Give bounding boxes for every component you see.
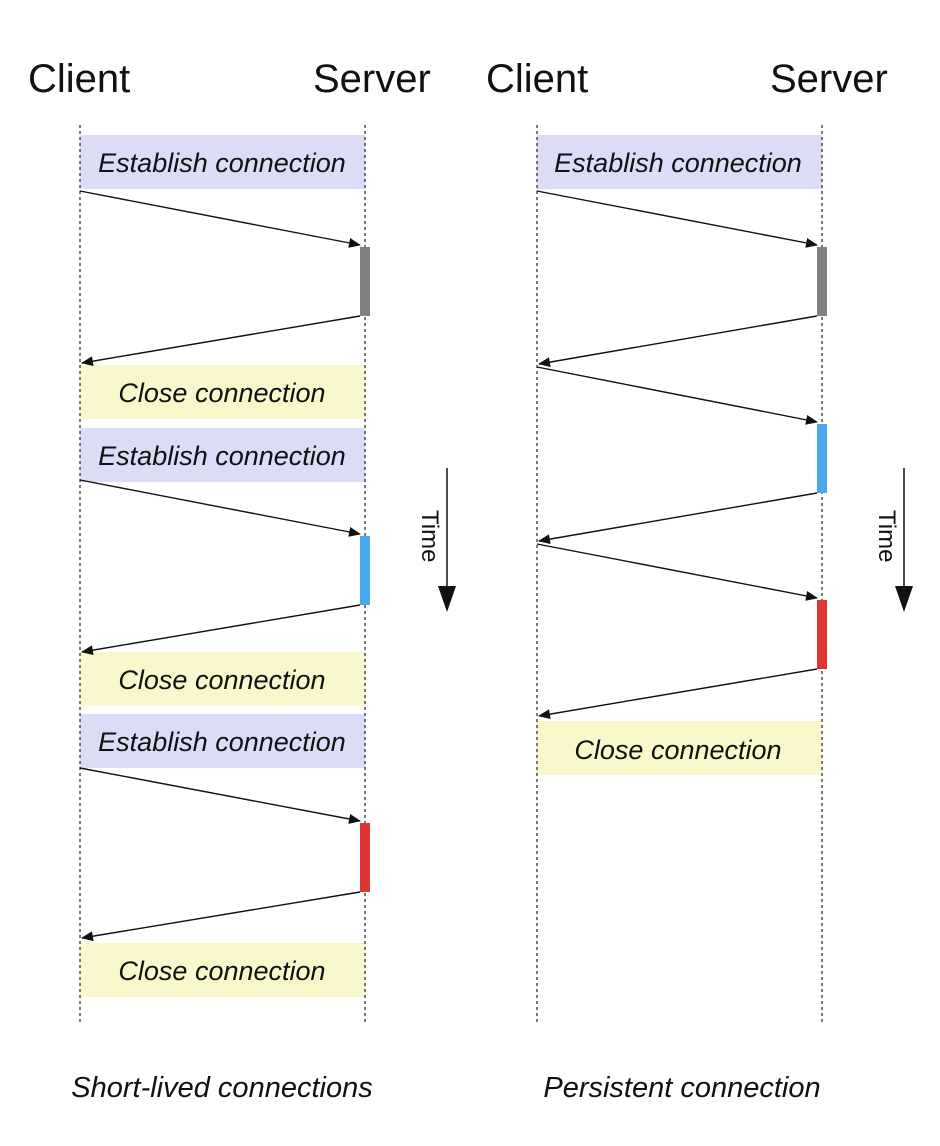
short-response-arrow-2 — [81, 604, 361, 656]
short-time-label: Time — [416, 510, 443, 562]
persistent-response-arrow-1 — [538, 315, 818, 368]
short-request-arrow-3 — [79, 767, 361, 824]
short-processing-bar-blue — [360, 536, 370, 605]
persistent-request-arrow-2 — [536, 366, 818, 425]
short-close-text-3: Close connection — [118, 956, 325, 986]
short-response-arrow-3 — [81, 891, 361, 942]
short-time-arrow-head — [438, 586, 456, 612]
persistent-panel: Client Server Establish connection Close… — [486, 57, 913, 1104]
persistent-client-header: Client — [486, 57, 588, 101]
persistent-establish-text: Establish connection — [554, 148, 802, 178]
short-request-arrow-1 — [79, 190, 361, 248]
persistent-request-arrow-1 — [536, 190, 818, 248]
short-establish-text-3: Establish connection — [98, 727, 346, 757]
persistent-time-label: Time — [873, 510, 900, 562]
short-close-text-2: Close connection — [118, 665, 325, 695]
short-processing-bar-gray — [360, 247, 370, 316]
short-close-text-1: Close connection — [118, 378, 325, 408]
short-establish-text-2: Establish connection — [98, 441, 346, 471]
short-close-box-2 — [80, 652, 365, 706]
short-processing-bar-red — [360, 823, 370, 892]
persistent-close-text: Close connection — [574, 735, 781, 765]
persistent-establish-box — [537, 135, 822, 189]
short-request-arrow-2 — [79, 479, 361, 537]
persistent-processing-bar-red — [817, 600, 827, 669]
persistent-request-arrow-3 — [536, 543, 818, 601]
persistent-close-box — [537, 721, 822, 775]
persistent-response-arrow-2 — [538, 492, 818, 545]
persistent-server-header: Server — [770, 57, 888, 101]
short-establish-box-3 — [80, 714, 365, 768]
persistent-time-arrow-head — [895, 586, 913, 612]
persistent-response-arrow-3 — [538, 668, 818, 720]
short-establish-box-1 — [80, 135, 365, 189]
short-server-header: Server — [313, 57, 431, 101]
persistent-processing-bar-blue — [817, 424, 827, 493]
persistent-processing-bar-gray — [817, 247, 827, 316]
persistent-caption: Persistent connection — [543, 1072, 820, 1104]
short-lived-caption: Short-lived connections — [71, 1072, 372, 1104]
short-lived-panel: Client Server Establish connection Close… — [28, 57, 456, 1104]
short-establish-box-2 — [80, 428, 365, 482]
short-client-header: Client — [28, 57, 130, 101]
short-establish-text-1: Establish connection — [98, 148, 346, 178]
short-close-box-1 — [80, 365, 365, 419]
short-response-arrow-1 — [81, 315, 361, 367]
short-close-box-3 — [80, 943, 365, 997]
